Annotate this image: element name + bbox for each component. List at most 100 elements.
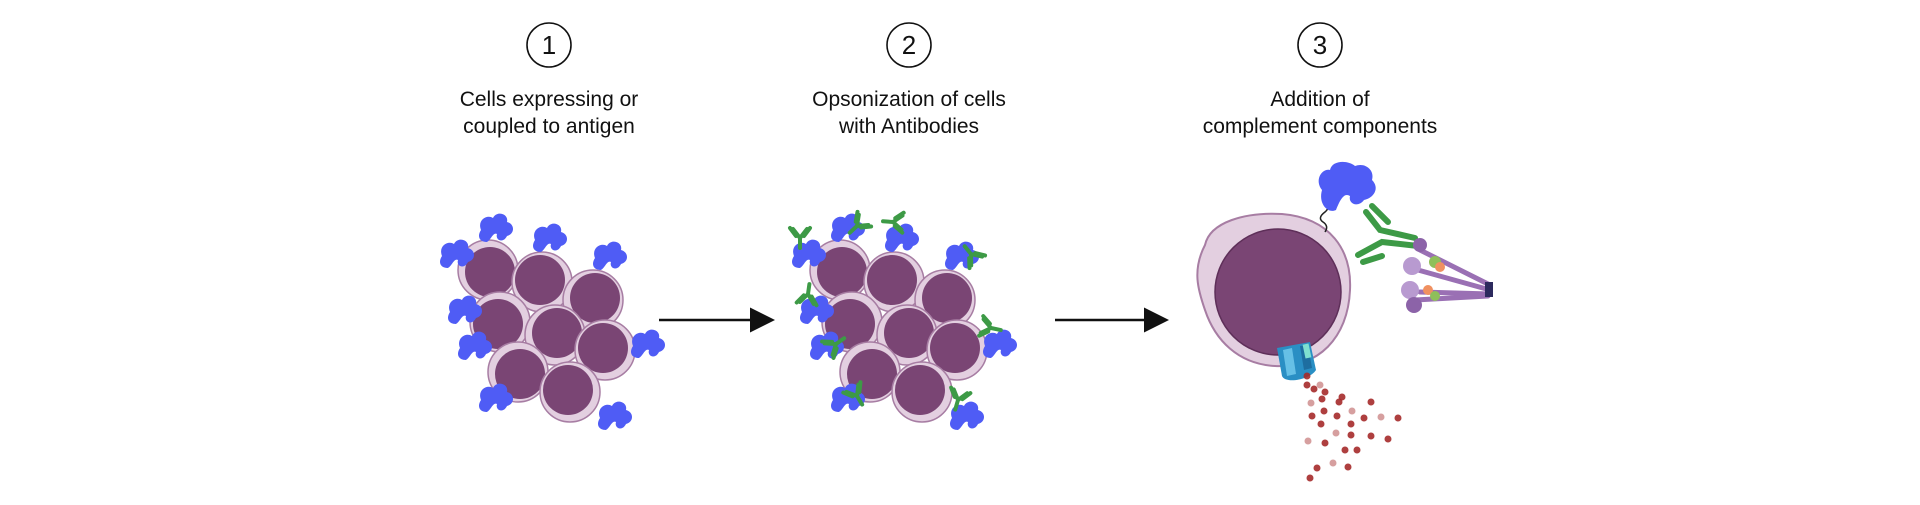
antigen-icon <box>458 331 492 360</box>
antigen-icon <box>983 329 1017 358</box>
cell <box>891 361 953 423</box>
step-1-caption-line-2: coupled to antigen <box>463 115 635 138</box>
opsonized-cell-cluster <box>788 209 1017 430</box>
antigen-icon <box>950 401 984 430</box>
antigen-icon <box>479 383 513 412</box>
released-content-dot <box>1303 372 1311 380</box>
antibody-icon <box>788 226 812 250</box>
antibody-arms <box>841 380 865 407</box>
cell-nucleus <box>465 247 515 297</box>
step-2-caption-line-2: with Antibodies <box>838 115 979 138</box>
released-content-dot <box>1347 431 1355 439</box>
cell-nucleus <box>495 349 545 399</box>
antigen-icon <box>631 329 665 358</box>
antibody-icon <box>977 314 1003 338</box>
antibody-arms <box>977 314 1003 338</box>
released-content-dot <box>1394 414 1402 422</box>
released-content-dot <box>1344 463 1352 471</box>
step-1-number: 1 <box>542 30 556 60</box>
released-content-dot <box>1318 395 1326 403</box>
step-2-header: 2 Opsonization of cells with Antibodies <box>812 22 1006 138</box>
cell-nucleus <box>515 255 565 305</box>
cell <box>574 319 636 381</box>
antibody-arms <box>962 244 988 271</box>
cell-nucleus <box>1214 228 1342 356</box>
antibody-icon <box>841 380 865 407</box>
released-content-dot <box>1320 407 1328 415</box>
cell-nucleus <box>895 365 945 415</box>
antigen-icon <box>598 401 632 430</box>
complement-bound-antibody <box>1318 161 1493 313</box>
step-1-header: 1 Cells expressing or coupled to antigen <box>460 22 639 138</box>
released-content-dot <box>1348 407 1356 415</box>
antibody-arms <box>794 282 819 308</box>
cell-nucleus <box>543 365 593 415</box>
released-content-dot <box>1333 412 1341 420</box>
antibody-arms <box>949 385 973 412</box>
antibody-icon <box>847 209 874 235</box>
step-2-number-circle <box>886 22 932 68</box>
antigen-icon <box>885 223 919 252</box>
released-cell-contents <box>1303 372 1402 482</box>
membrane-attack-complex-pore <box>1277 342 1316 381</box>
cell-nucleus <box>930 323 980 373</box>
released-content-dot <box>1341 446 1349 454</box>
cell-nucleus <box>884 308 934 358</box>
released-content-dot <box>1347 420 1355 428</box>
antigen-icon <box>593 241 627 270</box>
step-3-header: 3 Addition of complement components <box>1203 22 1438 138</box>
released-content-dot <box>1353 446 1361 454</box>
cell <box>539 361 601 423</box>
released-content-dot <box>1367 432 1375 440</box>
antibody-icon <box>949 385 973 412</box>
released-content-dot <box>1306 474 1314 482</box>
antigen-icon <box>1318 161 1376 211</box>
released-content-dot <box>1335 398 1343 406</box>
released-content-dot <box>1321 439 1329 447</box>
cell <box>524 304 586 366</box>
released-content-dot <box>1377 413 1385 421</box>
antibody-arms <box>847 209 874 235</box>
antibody-icon <box>962 244 988 271</box>
antigen-icon <box>479 213 513 242</box>
released-content-dot <box>1307 399 1315 407</box>
released-content-dot <box>1316 381 1324 389</box>
step-2-caption-line-1: Opsonization of cells <box>812 88 1006 111</box>
antibody-arms <box>820 336 847 360</box>
antigen-icon <box>448 295 482 324</box>
released-content-dot <box>1329 459 1337 467</box>
released-content-dot <box>1310 385 1318 393</box>
antibody-icon <box>820 336 847 360</box>
complement-c1-complex-icon <box>1401 238 1493 313</box>
lysed-target-cell <box>1196 201 1402 482</box>
cell-nucleus <box>578 323 628 373</box>
antigen-icon <box>800 295 834 324</box>
cell <box>876 304 938 366</box>
antigen-icon <box>440 239 474 268</box>
released-content-dot <box>1317 420 1325 428</box>
antibody-icon <box>1355 203 1421 265</box>
cell-nucleus <box>817 247 867 297</box>
cell-nucleus <box>922 273 972 323</box>
step-3-caption-line-2: complement components <box>1203 115 1438 138</box>
step-2-number: 2 <box>902 30 916 60</box>
antibody-arms <box>881 210 906 235</box>
released-content-dot <box>1308 412 1316 420</box>
released-content-dot <box>1303 381 1311 389</box>
antibody-arms <box>788 226 812 250</box>
step-3-number-circle <box>1297 22 1343 68</box>
released-content-dot <box>1367 398 1375 406</box>
cell <box>863 251 925 313</box>
antibody-icon <box>881 210 906 235</box>
antibody-icon <box>794 282 819 308</box>
cell-nucleus <box>532 308 582 358</box>
released-content-dot <box>1304 437 1312 445</box>
cell-nucleus <box>867 255 917 305</box>
step-3-number: 3 <box>1313 30 1327 60</box>
step-1-caption-line-1: Cells expressing or <box>460 88 639 111</box>
cell <box>926 319 988 381</box>
released-content-dot <box>1360 414 1368 422</box>
released-content-dot <box>1313 464 1321 472</box>
antigen-icon <box>533 223 567 252</box>
